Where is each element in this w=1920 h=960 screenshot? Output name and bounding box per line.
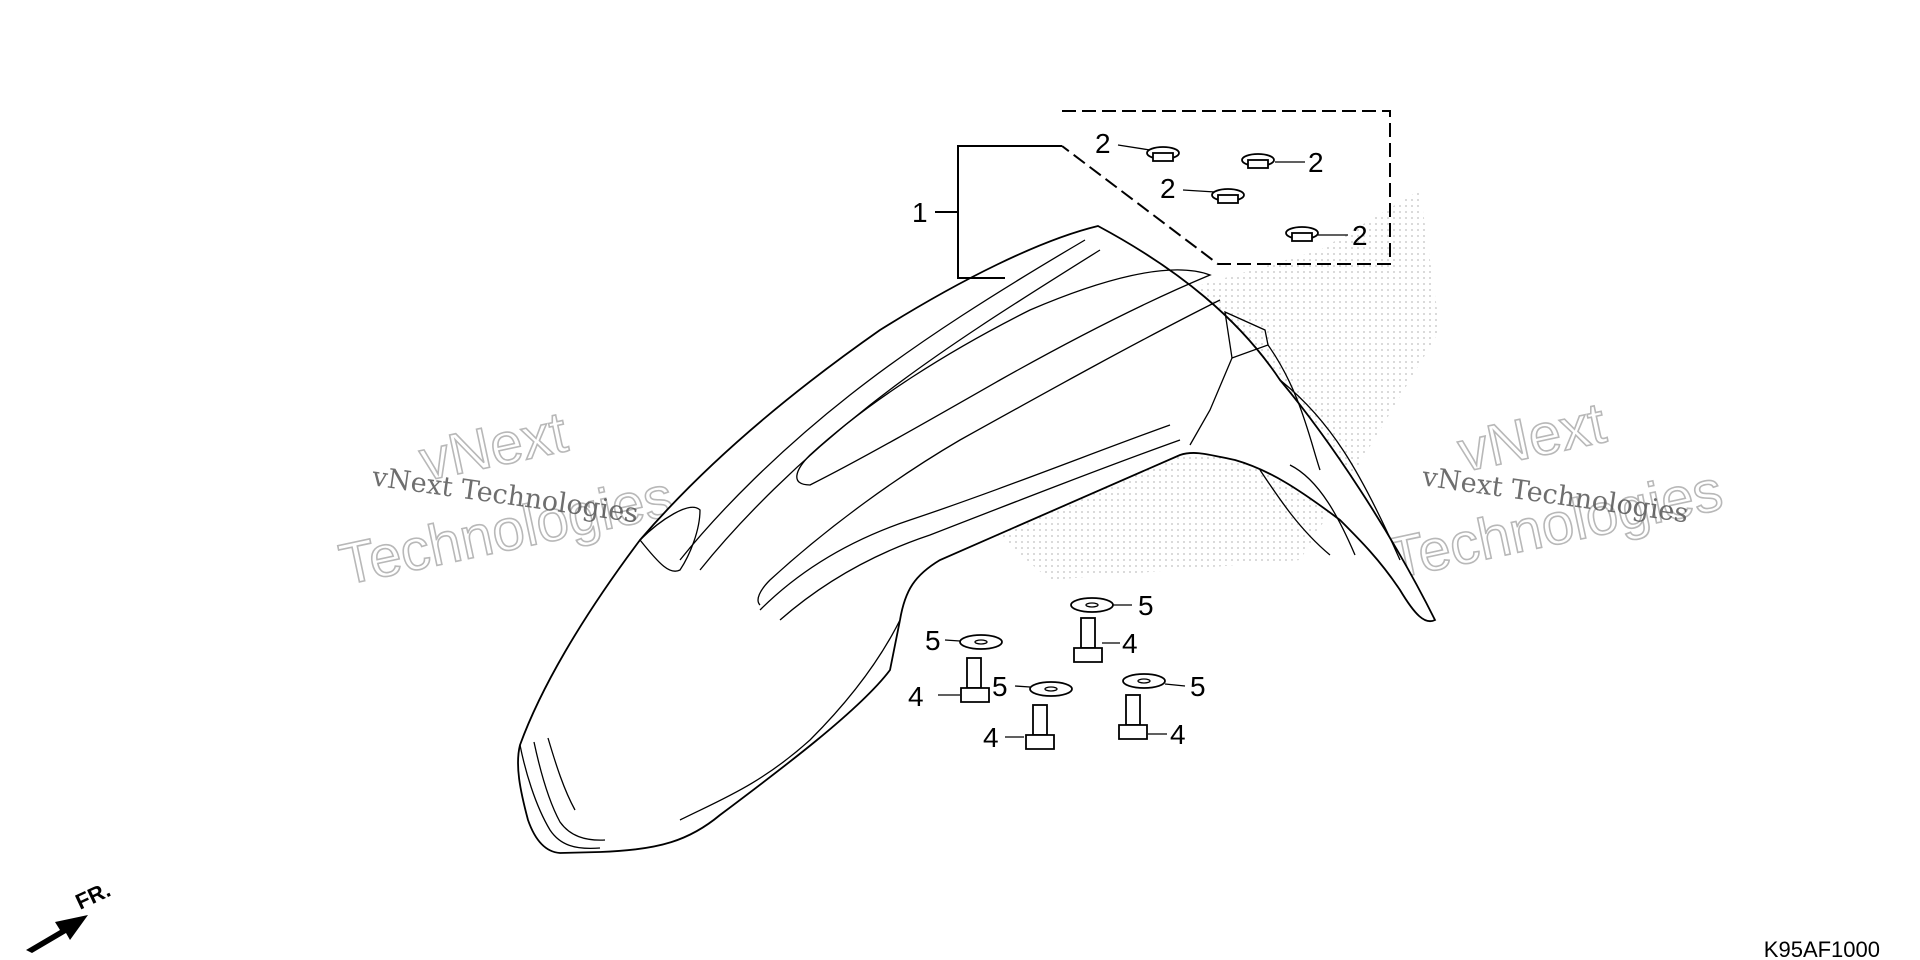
washer-d: 5 xyxy=(1122,671,1206,702)
callout-2-a: 2 xyxy=(1095,128,1111,159)
callout-2-c: 2 xyxy=(1160,173,1176,204)
washer-a: 5 xyxy=(1070,590,1154,621)
callout-4-b: 4 xyxy=(908,681,924,712)
drawing-code: K95AF1000 xyxy=(1764,937,1880,960)
callout-2-d: 2 xyxy=(1352,220,1368,251)
callout-4-c: 4 xyxy=(983,722,999,753)
callout-2-b: 2 xyxy=(1308,147,1324,178)
callout-5-d: 5 xyxy=(1190,671,1206,702)
hardware-group: 5 4 5 4 5 xyxy=(908,590,1206,753)
front-direction-label: FR. xyxy=(72,877,115,915)
callout-4-d: 4 xyxy=(1170,719,1186,750)
callout-1: 1 xyxy=(912,197,928,228)
bolt-c: 4 xyxy=(983,704,1055,753)
callout-5-b: 5 xyxy=(925,625,941,656)
bolt-a: 4 xyxy=(1073,617,1138,663)
clip-part-b: 2 xyxy=(1241,147,1324,178)
clip-part-d: 2 xyxy=(1285,220,1368,251)
callout-4-a: 4 xyxy=(1122,628,1138,659)
callout-5-c: 5 xyxy=(992,671,1008,702)
kit-bracket: 1 xyxy=(912,110,1391,279)
clip-part-c: 2 xyxy=(1160,173,1245,204)
bolt-d: 4 xyxy=(1118,694,1186,750)
clip-group: 2 2 2 2 xyxy=(1095,128,1368,251)
bolt-b: 4 xyxy=(908,657,990,712)
washer-b: 5 xyxy=(925,625,1003,656)
front-direction-arrow: FR. xyxy=(26,877,114,953)
clip-part-a: 2 xyxy=(1095,128,1180,162)
front-fender xyxy=(517,225,1437,854)
callout-5-a: 5 xyxy=(1138,590,1154,621)
washer-c: 5 xyxy=(992,671,1073,702)
